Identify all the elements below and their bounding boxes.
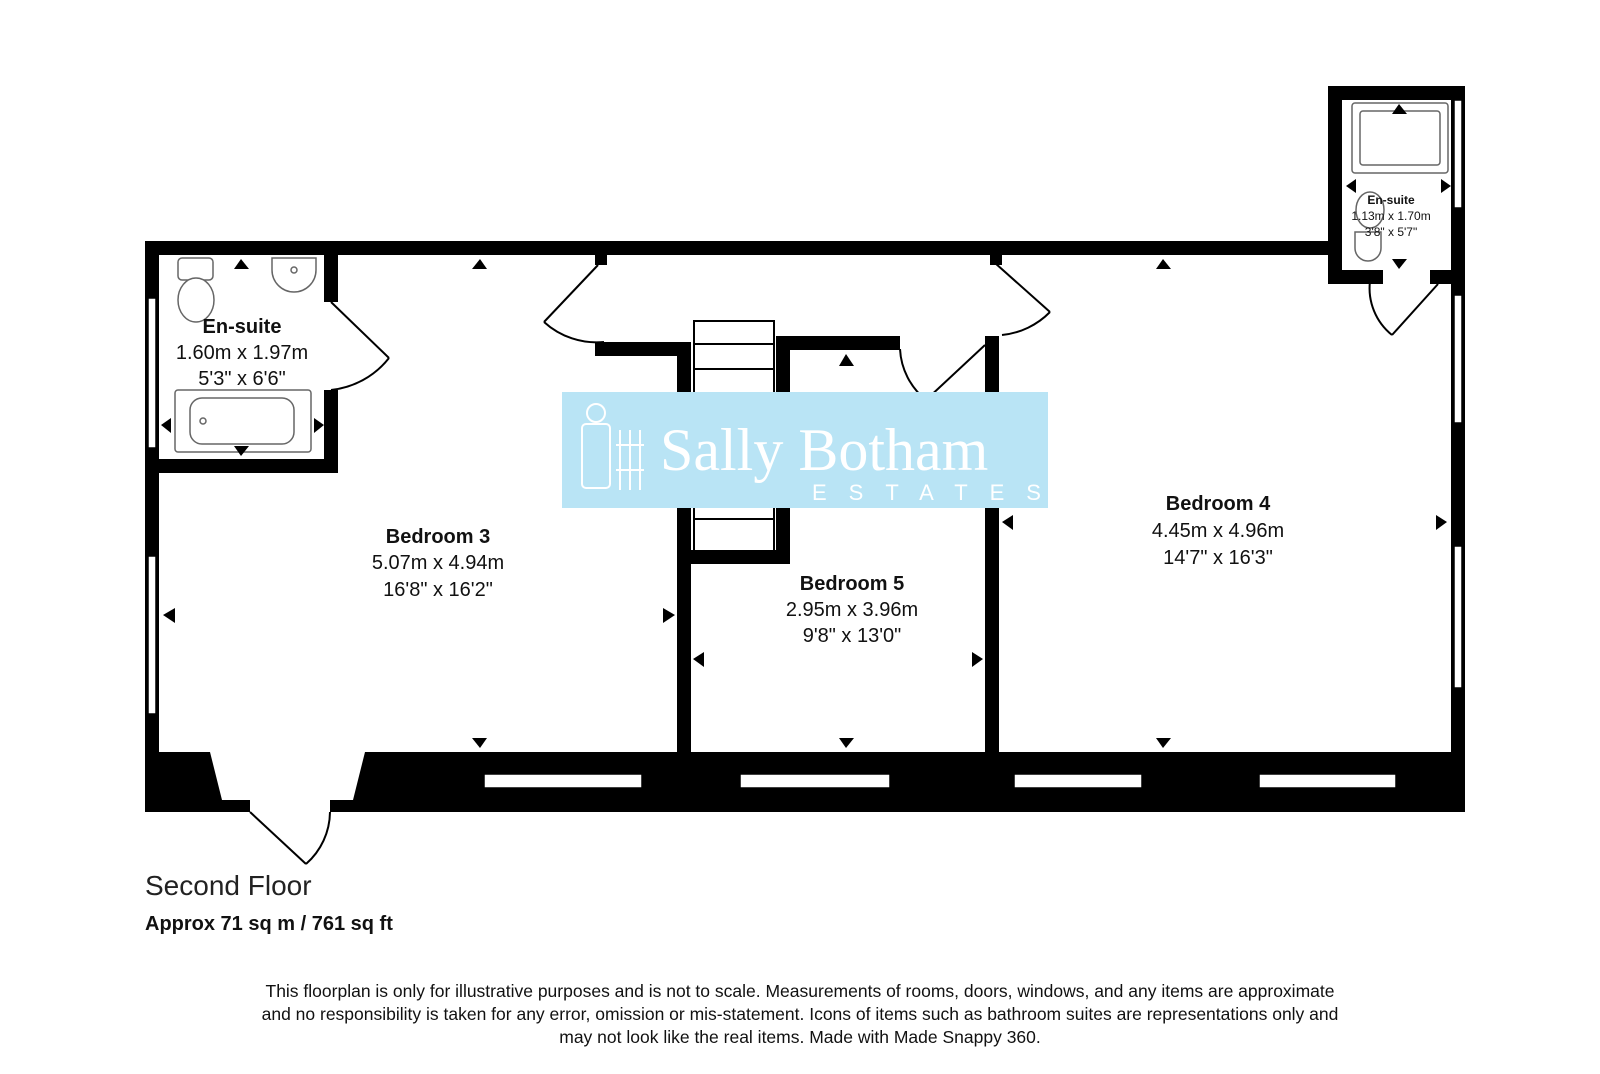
room-label-bedroom-5: Bedroom 5 2.95m x 3.96m 9'8" x 13'0" xyxy=(786,573,918,647)
room-name: Bedroom 5 xyxy=(800,573,904,595)
room-name: Bedroom 3 xyxy=(386,526,490,548)
room-metric: 5.07m x 4.94m xyxy=(372,552,504,574)
floor-title: Second Floor xyxy=(145,870,312,901)
watermark-background xyxy=(562,392,1048,508)
room-imperial: 16'8" x 16'2" xyxy=(383,579,493,601)
disclaimer: This floorplan is only for illustrative … xyxy=(160,980,1440,1049)
disclaimer-line: and no responsibility is taken for any e… xyxy=(261,1004,1339,1024)
room-metric: 2.95m x 3.96m xyxy=(786,599,918,621)
disclaimer-line: This floorplan is only for illustrative … xyxy=(265,981,1335,1001)
doors xyxy=(249,262,1439,865)
disclaimer-line: may not look like the real items. Made w… xyxy=(559,1027,1041,1047)
windows xyxy=(147,99,1463,789)
room-metric: 1.13m x 1.70m xyxy=(1351,209,1430,223)
room-label-bedroom-3: Bedroom 3 5.07m x 4.94m 16'8" x 16'2" xyxy=(372,526,504,601)
watermark-brand: Sally Botham xyxy=(660,417,988,483)
room-name: Bedroom 4 xyxy=(1166,493,1271,515)
floor-area: Approx 71 sq m / 761 sq ft xyxy=(145,913,393,935)
room-metric: 4.45m x 4.96m xyxy=(1152,520,1284,542)
room-metric: 1.60m x 1.97m xyxy=(176,342,308,364)
room-name: En-suite xyxy=(203,316,282,338)
room-imperial: 9'8" x 13'0" xyxy=(803,625,902,647)
measurement-arrows xyxy=(161,104,1451,748)
watermark-sub: ESTATES xyxy=(812,480,1063,505)
bathroom-fixtures xyxy=(174,102,1449,453)
room-label-ensuite-right: En-suite 1.13m x 1.70m 3'8" x 5'7" xyxy=(1351,193,1430,239)
entrance-recess xyxy=(210,752,365,800)
room-label-ensuite-left: En-suite 1.60m x 1.97m 5'3" x 6'6" xyxy=(176,316,308,390)
room-label-bedroom-4: Bedroom 4 4.45m x 4.96m 14'7" x 16'3" xyxy=(1152,493,1284,569)
room-imperial: 3'8" x 5'7" xyxy=(1365,225,1417,239)
room-name: En-suite xyxy=(1367,193,1415,207)
entrance-gap xyxy=(250,798,330,814)
watermark-logo-icon xyxy=(581,403,644,490)
watermark: Sally Botham ESTATES xyxy=(562,392,1063,508)
room-imperial: 5'3" x 6'6" xyxy=(198,368,285,390)
room-imperial: 14'7" x 16'3" xyxy=(1163,547,1273,569)
